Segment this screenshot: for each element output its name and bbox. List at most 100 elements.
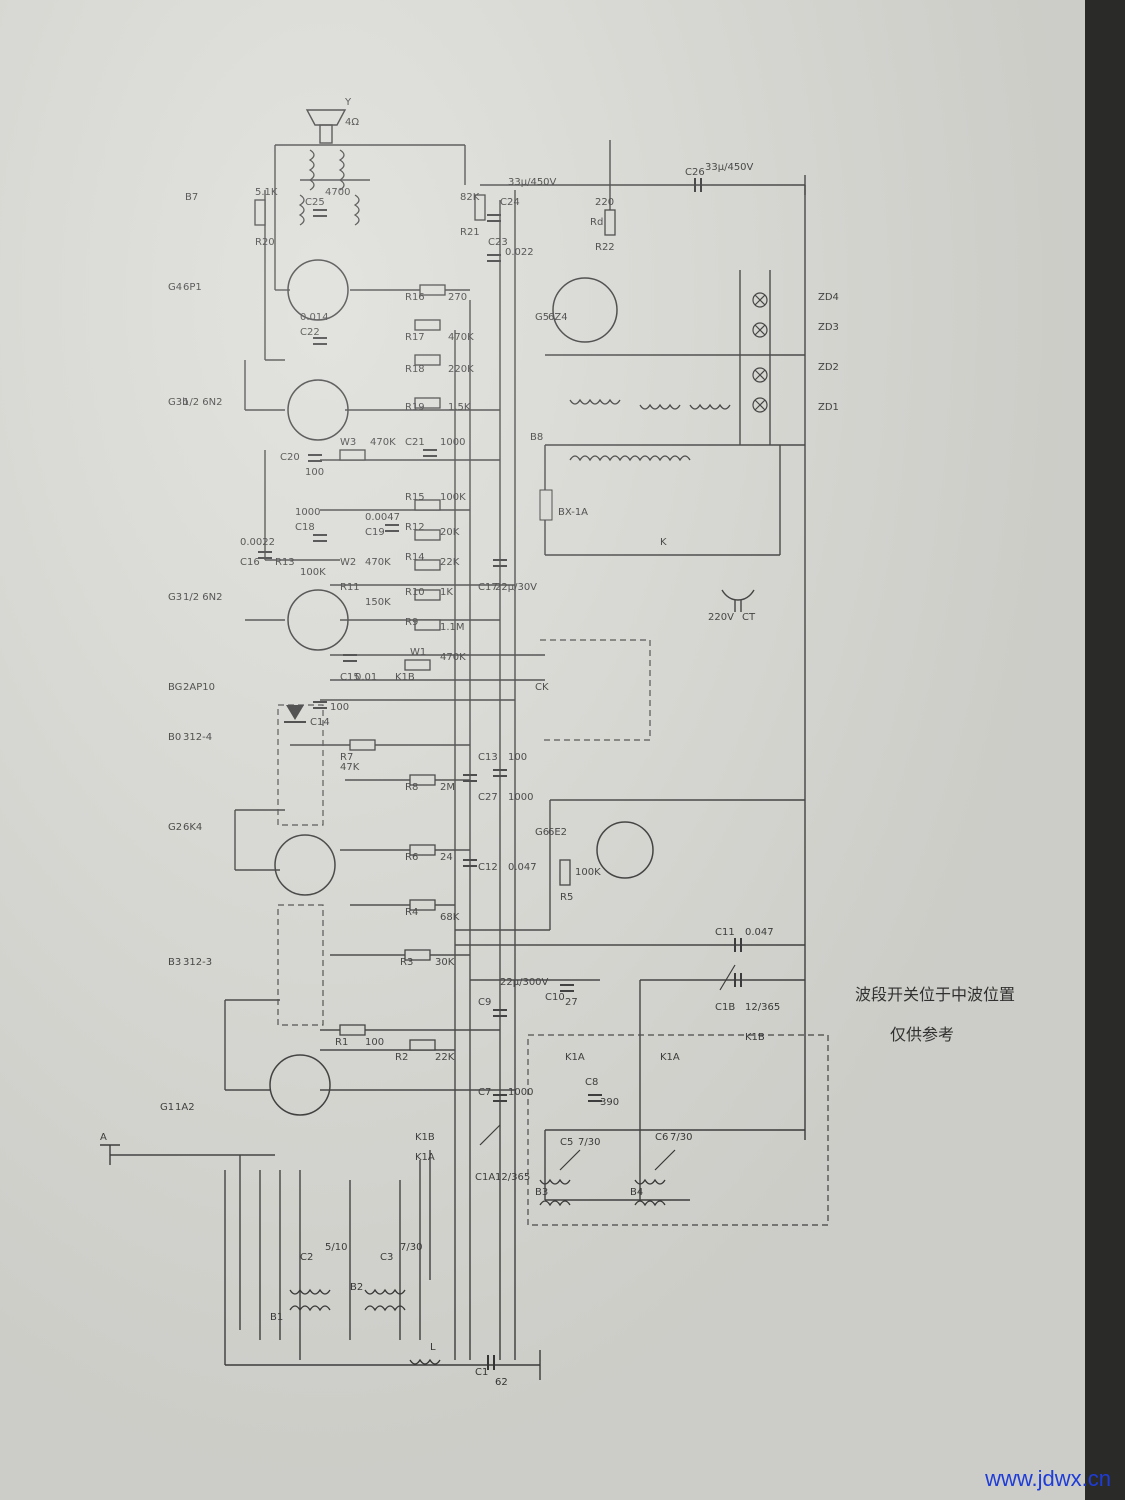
label-ck: CK: [535, 682, 549, 693]
label-c24: C24: [500, 197, 520, 208]
label-c15-val: 0.01: [355, 672, 377, 683]
label-ct: CT: [742, 612, 756, 623]
label-c6: C6: [655, 1132, 668, 1143]
tube-label-g1: G1: [160, 1102, 174, 1113]
mains-plug: [721, 589, 755, 612]
label-c13: C13: [478, 752, 498, 763]
speaker-symbol: [305, 109, 347, 144]
label-c1: C1: [475, 1367, 488, 1378]
label-c26: C26: [685, 167, 705, 178]
label-c5-val: 7/30: [578, 1137, 600, 1148]
label-c16: C16: [240, 557, 260, 568]
label-c26-val: 33μ/450V: [705, 162, 754, 173]
tube-type-g3a: 1/2 6N2: [183, 592, 222, 603]
label-c9-val: 22μ/300V: [500, 977, 549, 988]
label-r3-val: 30K: [435, 957, 455, 968]
label-r4: R4: [405, 907, 418, 918]
label-b7: B7: [185, 192, 198, 203]
label-c3-val: 7/30: [400, 1242, 422, 1253]
label-r10: R10: [405, 587, 425, 598]
antenna-symbol: [100, 1144, 120, 1165]
label-fuse: BX-1A: [558, 507, 588, 518]
label-c11-val: 0.047: [745, 927, 774, 938]
label-c10: C10: [545, 992, 565, 1003]
label-c8-val: 390: [600, 1097, 619, 1108]
label-c25-val: 4700: [325, 187, 350, 198]
label-c1b-side-val: 12/365: [745, 1002, 780, 1013]
label-r2-val: 22K: [435, 1052, 455, 1063]
label-c5: C5: [560, 1137, 573, 1148]
label-c11: C11: [715, 927, 735, 938]
tube-type-g1: 1A2: [175, 1102, 195, 1113]
tube-type-g5: 6Z4: [548, 312, 568, 323]
label-r13-val: 100K: [300, 567, 326, 578]
label-c20-val: 100: [305, 467, 324, 478]
label-r4-val: 68K: [440, 912, 460, 923]
schematic-drawing: G1 1A2 G2 6K4 G3 1/2 6N2 G3b 1/2 6N2 G4 …: [100, 97, 1015, 1388]
label-b0: B0: [168, 732, 181, 743]
label-b3-coil: B3: [535, 1187, 548, 1198]
tube-label-g2: G2: [168, 822, 182, 833]
label-r6-val: 24: [440, 852, 453, 863]
label-c21-val: 1000: [440, 437, 465, 448]
label-r16-val: 270: [448, 292, 467, 303]
tube-label-g5: G5: [535, 312, 549, 323]
label-r19-val: 1.5K: [448, 402, 471, 413]
label-speaker-imp: 4Ω: [345, 117, 359, 128]
label-zd3: ZD3: [818, 322, 839, 333]
label-r2: R2: [395, 1052, 408, 1063]
label-w3-val: 470K: [370, 437, 396, 448]
label-c22-val: 0.014: [300, 312, 329, 323]
label-r21-val: 82K: [460, 192, 480, 203]
label-r1-val: 100: [365, 1037, 384, 1048]
label-r13: R13: [275, 557, 295, 568]
label-r7: R7: [340, 752, 353, 763]
label-c27: C27: [478, 792, 498, 803]
label-r20-val: 5.1K: [255, 187, 278, 198]
label-r18-val: 220K: [448, 364, 474, 375]
label-b0-type: 312-4: [183, 732, 212, 743]
label-c27-val: 1000: [508, 792, 533, 803]
label-r10-val: 1K: [440, 587, 453, 598]
label-zd1: ZD1: [818, 402, 839, 413]
notes: 波段开关位于中波位置 仅供参考: [855, 985, 1015, 1044]
label-r3: R3: [400, 957, 413, 968]
label-r21: R21: [460, 227, 480, 238]
tube-label-g3b: G3b: [168, 397, 188, 408]
label-r22: R22: [595, 242, 615, 253]
label-c14-val: 100: [330, 702, 349, 713]
label-c21: C21: [405, 437, 425, 448]
label-r8-val: 2M: [440, 782, 455, 793]
label-c18-val: 1000: [295, 507, 320, 518]
label-c1a-val: 12/365: [495, 1172, 530, 1183]
label-c2-val: 5/10: [325, 1242, 347, 1253]
label-r15-val: 100K: [440, 492, 466, 503]
label-c15: C15: [340, 672, 360, 683]
label-c10-val: 27: [565, 997, 578, 1008]
label-r8: R8: [405, 782, 418, 793]
label-c23-val: 0.022: [505, 247, 534, 258]
label-r14-val: 22K: [440, 557, 460, 568]
label-r19: R19: [405, 402, 425, 413]
label-k1b-det: K1B: [395, 672, 415, 683]
label-c20: C20: [280, 452, 300, 463]
label-c9: C9: [478, 997, 491, 1008]
label-mains: 220V: [708, 612, 734, 623]
label-c2: C2: [300, 1252, 313, 1263]
variable-cap-arrows: [479, 964, 736, 1171]
label-antenna: A: [100, 1132, 107, 1143]
label-c8: C8: [585, 1077, 598, 1088]
label-k1a-ant: K1A: [415, 1152, 435, 1163]
label-c1a: C1A: [475, 1172, 495, 1183]
label-c23: C23: [488, 237, 508, 248]
label-r18: R18: [405, 364, 425, 375]
note-band-switch: 波段开关位于中波位置: [855, 985, 1015, 1004]
label-c3: C3: [380, 1252, 393, 1263]
label-r12: R12: [405, 522, 425, 533]
label-r16: R16: [405, 292, 425, 303]
pilot-lamps: [752, 292, 768, 413]
label-r5-val: 100K: [575, 867, 601, 878]
label-speaker: Y: [344, 97, 352, 108]
label-c19: C19: [365, 527, 385, 538]
label-c22: C22: [300, 327, 320, 338]
